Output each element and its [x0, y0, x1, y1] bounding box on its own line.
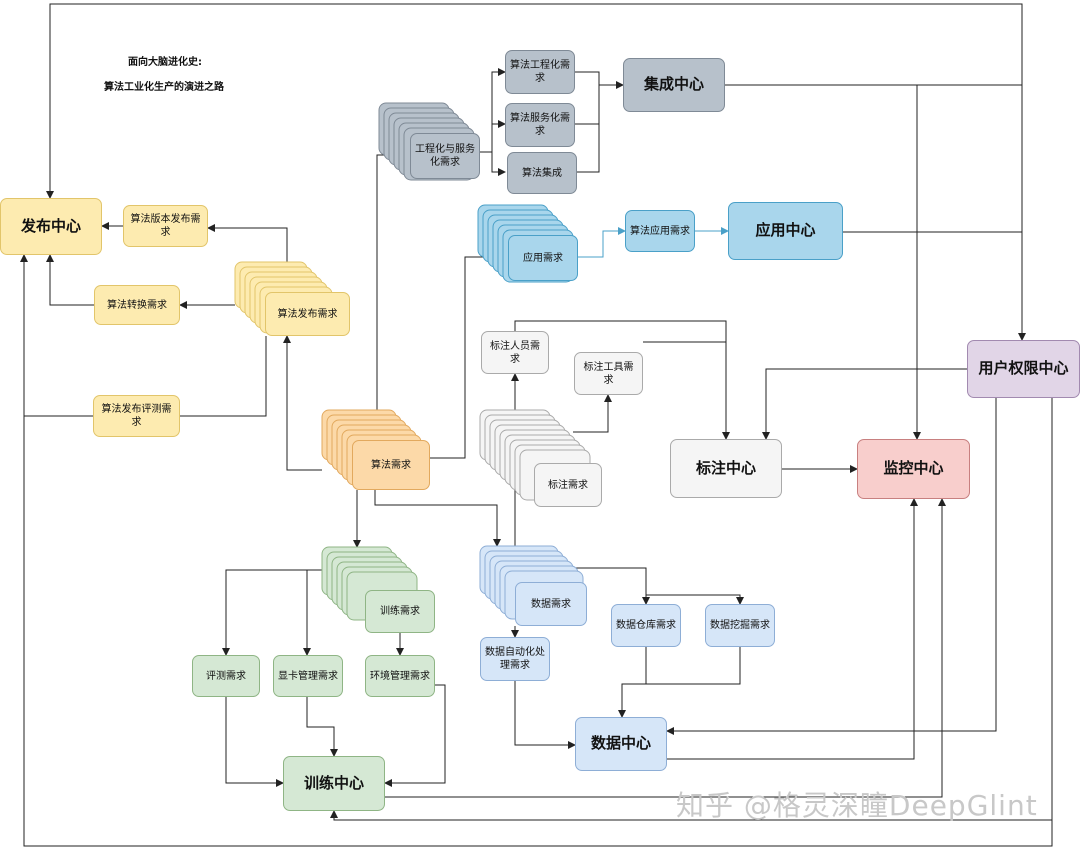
edge-gongcheng-to-gongchenghua: [480, 68, 506, 153]
node-jiankong-center: 监控中心: [857, 439, 970, 499]
node-cangku: 数据仓库需求: [611, 604, 681, 647]
node-suanfa-yingyong: 算法应用需求: [625, 210, 695, 252]
node-fabu-center: 发布中心: [0, 198, 102, 255]
node-biaozhu-xuqiu: 标注需求: [534, 463, 602, 507]
edge-yonghu-to-shuju-center: [666, 397, 997, 735]
node-biaozhu-renyuan: 标注人员需求: [481, 331, 549, 374]
node-zidonghua: 数据自动化处理需求: [480, 637, 550, 681]
node-suanfa-fabu: 算法发布需求: [265, 292, 350, 336]
diagram-title: 面向大脑进化史:: [128, 57, 202, 68]
node-zhuanhuan: 算法转换需求: [94, 285, 180, 325]
edge-zhuanhuan-to-fabu-center: [46, 254, 94, 306]
node-pingce-xuqiu: 评测需求: [192, 655, 260, 697]
edge-xianka-to-xunlian-center: [306, 697, 338, 757]
edge-yonghu-to-biaozhu-center: [762, 368, 967, 440]
edge-gongcheng-to-jicheng: [491, 152, 506, 176]
edge-outer-top: [46, 3, 1023, 340]
node-yonghu-quanxian-center: 用户权限中心: [967, 340, 1080, 398]
node-huanjing: 环境管理需求: [365, 655, 435, 697]
node-shuju-xuqiu: 数据需求: [515, 582, 587, 626]
edge-huanjing-to-xunlian-center: [384, 684, 446, 787]
node-suanfa-fuwuhua: 算法服务化需求: [505, 103, 575, 147]
edge-outer-bottom: [20, 254, 1053, 847]
diagram-subtitle: 算法工业化生产的演进之路: [104, 82, 224, 93]
node-jicheng-center: 集成中心: [623, 58, 725, 112]
edge-outer-to-xunlian-center: [330, 810, 1052, 821]
edge-pingce-to-xunlian-center: [225, 697, 284, 787]
edge-shuju-to-wajue: [646, 594, 744, 605]
edge-suanfa-to-fabu: [283, 335, 322, 471]
edge-xunlian-center-to-monitor: [385, 498, 946, 798]
edge-fuwuhua-to-jicheng-center: [575, 85, 600, 125]
node-banben-fabu: 算法版本发布需求: [123, 205, 208, 247]
node-yingyong-center: 应用中心: [728, 202, 843, 260]
edge-biaozhu-to-gongju: [573, 394, 612, 433]
node-biaozhu-gongju: 标注工具需求: [574, 352, 643, 395]
node-gongcheng-fuwu: 工程化与服务化需求: [410, 133, 480, 179]
node-xunlian-center: 训练中心: [283, 756, 385, 811]
edge-shuju-center-to-monitor: [667, 498, 918, 760]
edge-gongchenghua-to-jicheng-center: [575, 71, 624, 89]
edge-suanfajicheng-to-jicheng-center: [577, 124, 600, 173]
edge-yingyong-center-to-yonghu: [843, 231, 1026, 341]
node-suanfa-gongchenghua: 算法工程化需求: [505, 50, 575, 94]
watermark: 知乎 @格灵深瞳DeepGlint: [676, 789, 1038, 822]
edge-fabu-to-pingce-fabu: [180, 336, 267, 417]
edge-renyuan-to-biaozhu-center: [514, 320, 730, 440]
node-suanfa-jicheng: 算法集成: [507, 152, 577, 194]
node-suanfa-xuqiu: 算法需求: [352, 440, 430, 490]
node-xunlian-xuqiu: 训练需求: [365, 590, 435, 633]
node-yingyong-xuqiu: 应用需求: [508, 235, 578, 281]
node-shuju-center: 数据中心: [575, 717, 667, 771]
edge-shuju-to-cangku: [560, 567, 650, 605]
edge-jicheng-center-to-monitor: [725, 84, 921, 440]
node-wajue: 数据挖掘需求: [705, 604, 775, 647]
edge-fabu-to-banben: [207, 224, 288, 262]
edge-cangku-wajue-to-shuju-center: [622, 647, 741, 717]
node-fabu-pingce: 算法发布评测需求: [93, 395, 180, 437]
edge-suanfa-to-shuju: [374, 490, 501, 547]
edge-suanfa-to-gongcheng: [376, 154, 410, 445]
edge-yingyong-to-suanfayingyong: [578, 227, 626, 258]
edge-zidonghua-to-shuju-center: [514, 681, 576, 749]
edge-xunlian-to-pingce: [222, 569, 322, 656]
node-xianka: 显卡管理需求: [273, 655, 343, 697]
node-biaozhu-center: 标注中心: [670, 439, 782, 498]
